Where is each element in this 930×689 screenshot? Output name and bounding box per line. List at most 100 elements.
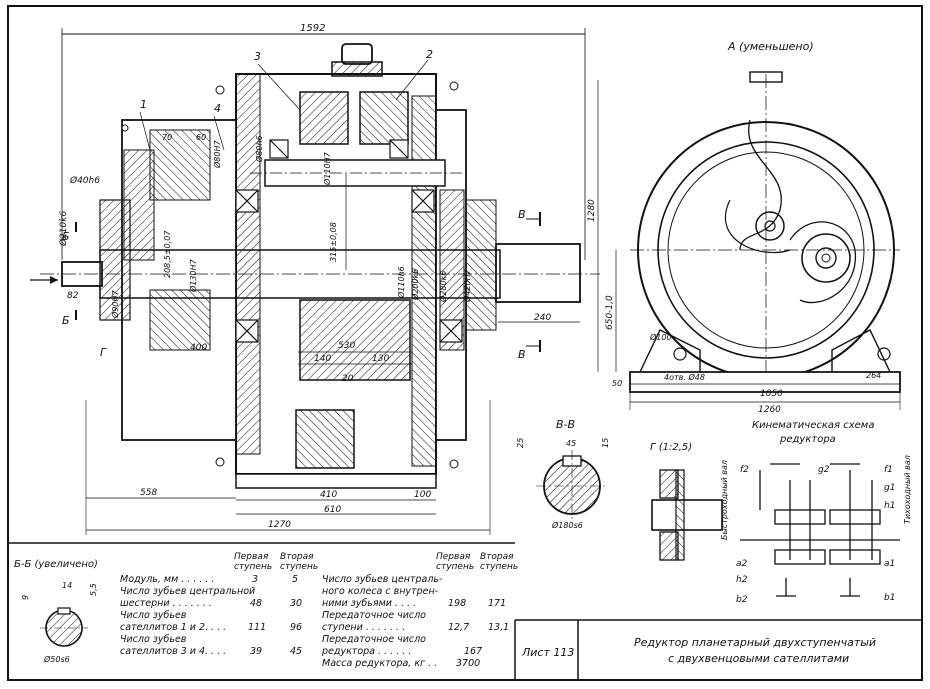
dim-housing-dia: Ø210k6 xyxy=(58,211,69,247)
table-row: Число зубьев xyxy=(120,610,187,621)
section-v-mark-bottom: В xyxy=(518,348,526,361)
kin-label-h1: h1 xyxy=(884,501,895,511)
dim-shaft-dia: Ø40h6 xyxy=(69,175,100,186)
table-row: сателлитов 3 и 4. . . . xyxy=(120,646,227,657)
kin-label-g2: g2 xyxy=(818,465,830,475)
dim-1270: 1270 xyxy=(268,520,291,530)
dim-overall-length: 1592 xyxy=(300,23,325,34)
kinematic-title-1: Кинематическая схема xyxy=(752,420,874,431)
section-bb xyxy=(40,607,88,647)
sheet-frame xyxy=(7,5,923,681)
table-row: Модуль, мм . . . . . . xyxy=(120,574,215,585)
callout-2: 2 xyxy=(426,48,433,61)
dim-264: 264 xyxy=(866,371,881,380)
dim-1260: 1260 xyxy=(758,405,781,415)
table-row: шестерни . . . . . . . xyxy=(120,598,212,609)
dim-100b: Ø100 xyxy=(649,332,672,342)
dim-400: 400 xyxy=(190,343,207,353)
drawing-title-line2: с двухвенцовыми сателлитами xyxy=(668,652,850,665)
kinematic-slow-shaft: Тихоходный вал xyxy=(903,455,912,524)
dim-holes: 4отв. Ø48 xyxy=(664,372,705,382)
table-cell: 171 xyxy=(488,598,507,609)
dim-130: 130 xyxy=(372,354,389,364)
section-vv xyxy=(536,450,608,520)
section-bb-d2: 14 xyxy=(62,581,72,590)
dim-610: 610 xyxy=(324,505,341,515)
table-col-second-right: Вторая ступень xyxy=(480,552,519,572)
table-row: Масса редуктора, кг . . xyxy=(322,658,438,669)
callout-4: 4 xyxy=(214,102,221,115)
section-g xyxy=(651,469,723,561)
section-g-title: Г (1:2,5) xyxy=(650,442,692,453)
table-col-first-right: Первая ступень xyxy=(436,552,475,572)
dim-60: 60 xyxy=(196,133,206,142)
dim-70: 70 xyxy=(162,133,172,142)
table-cell: 5 xyxy=(292,574,299,585)
table-row: сателлитов 1 и 2. . . . xyxy=(120,622,227,633)
dim-280k6: Ø280k6 xyxy=(438,271,448,303)
dim-650: 650-1,0 xyxy=(605,295,615,330)
section-bb-d3: 5,5 xyxy=(89,583,98,596)
table-row: Число зубьев центральной xyxy=(120,586,256,597)
table-cell: 39 xyxy=(250,646,263,657)
table-col-second-left: Вторая ступень xyxy=(280,552,319,572)
dim-1280: 1280 xyxy=(587,199,597,222)
section-vv-d3: 15 xyxy=(601,438,610,448)
table-cell: 13,1 xyxy=(488,622,510,633)
g-mark: Г xyxy=(100,346,107,359)
table-cell: 45 xyxy=(290,646,303,657)
table-cell: 48 xyxy=(250,598,263,609)
kinematic-fast-shaft: Быстроходный вал xyxy=(720,460,729,540)
dim-110H7: Ø110H7 xyxy=(322,151,332,186)
dim-410: 410 xyxy=(320,490,337,500)
drawing-title-line1: Редуктор планетарный двухступенчатый xyxy=(634,636,877,649)
section-vv-d1: 25 xyxy=(516,438,525,448)
dim-20: 20 xyxy=(342,374,354,384)
kinematic-title-2: редуктора xyxy=(779,434,836,445)
kin-label-a2: a2 xyxy=(736,559,748,569)
table-cell: 111 xyxy=(248,622,267,633)
section-bb-d1: 9 xyxy=(21,595,30,600)
dim-200k6: Ø200k6 xyxy=(410,269,420,301)
table-row: редуктора . . . . . . xyxy=(322,646,412,657)
dim-1050: 1050 xyxy=(760,389,783,399)
dim-80h6: Ø80h6 xyxy=(254,135,264,163)
dim-140: 140 xyxy=(314,354,331,364)
dim-90H7: Ø90H7 xyxy=(110,290,120,319)
kin-label-a1: a1 xyxy=(884,559,895,569)
table-row: Передаточное число xyxy=(322,634,426,645)
main-section-view xyxy=(30,28,600,535)
dim-80H7: Ø80H7 xyxy=(212,140,222,169)
table-cell: 167 xyxy=(464,646,483,657)
kin-label-b2: b2 xyxy=(736,595,748,605)
table-cell: 12,7 xyxy=(448,622,470,633)
kin-label-f2: f2 xyxy=(740,465,749,475)
table-row: ного колеса с внутрен- xyxy=(322,586,439,597)
kin-label-b1: b1 xyxy=(884,593,895,603)
section-v-mark-top: В xyxy=(518,208,526,221)
kin-label-f1: f1 xyxy=(884,465,893,475)
dim-100: 100 xyxy=(414,490,431,500)
callout-1: 1 xyxy=(140,98,147,111)
section-bb-dia: Ø50s6 xyxy=(43,654,70,664)
view-a xyxy=(597,71,901,410)
view-a-title: А (уменьшено) xyxy=(727,40,814,53)
table-cell: 3700 xyxy=(456,658,481,669)
table-row: Число зубьев централь- xyxy=(322,574,443,585)
table-row: Передаточное число xyxy=(322,610,426,621)
table-col-first-left: Первая ступень xyxy=(234,552,273,572)
section-vv-d2: 45 xyxy=(566,439,576,448)
kin-label-g1: g1 xyxy=(884,483,895,493)
section-vv-dia: Ø180s6 xyxy=(551,520,583,530)
section-b-mark-top: Б xyxy=(62,230,70,243)
dim-82: 82 xyxy=(67,291,79,301)
section-b-mark-bottom: Б xyxy=(62,314,70,327)
dim-315: 315±0,08 xyxy=(329,222,338,262)
dim-130H7: Ø130H7 xyxy=(188,258,198,293)
table-cell: 30 xyxy=(290,598,303,609)
table-cell: 198 xyxy=(448,598,467,609)
callout-3: 3 xyxy=(254,50,261,63)
table-row: ступени . . . . . . . xyxy=(322,622,406,633)
